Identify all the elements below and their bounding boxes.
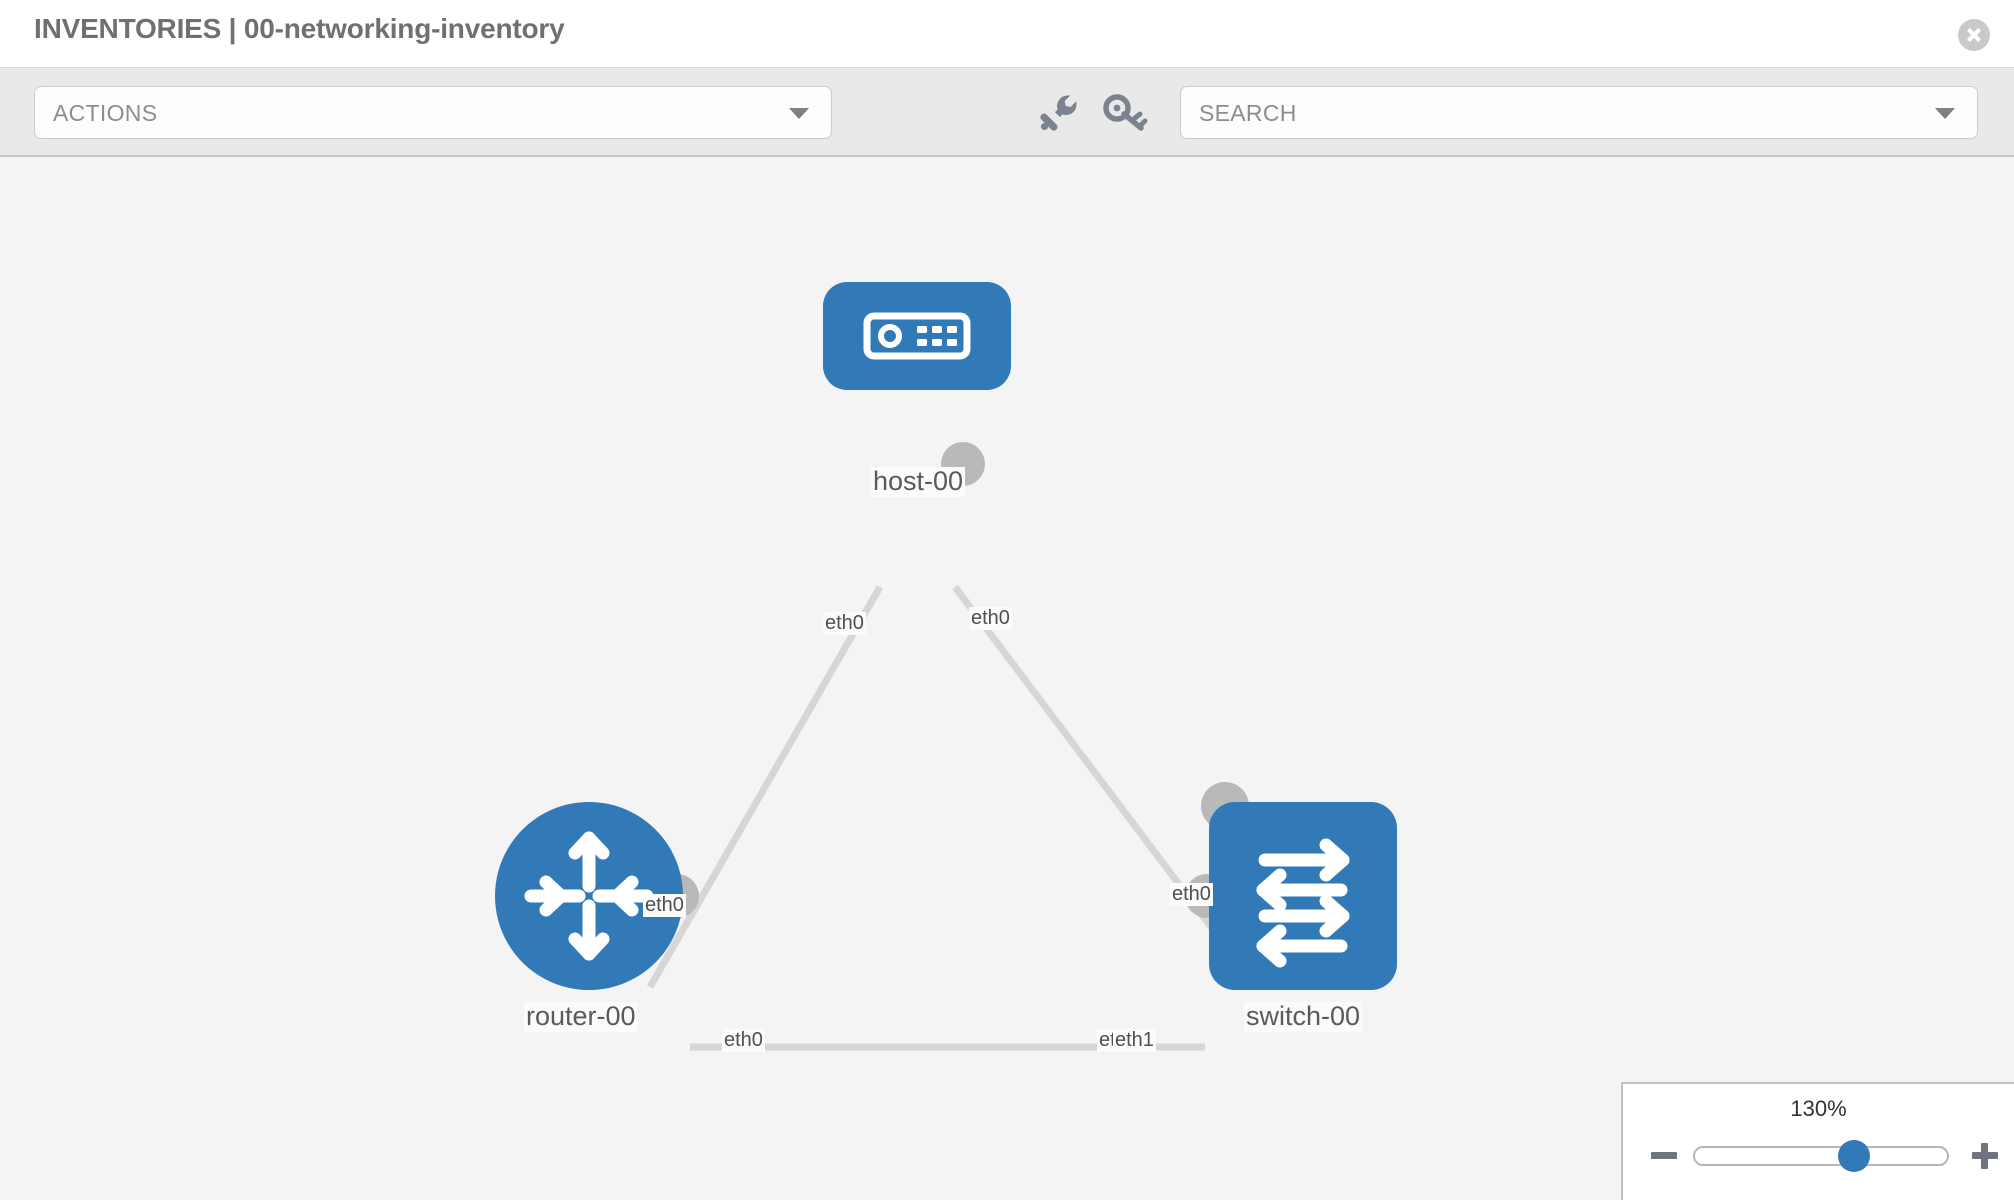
actions-dropdown[interactable]: ACTIONS [34,86,832,139]
interface-label: eth0 [722,1029,765,1052]
node-label-host-00: host-00 [871,466,966,497]
zoom-slider-track[interactable] [1693,1140,1949,1172]
page-title: INVENTORIES | 00-networking-inventory [34,13,565,44]
zoom-slider-thumb[interactable] [1837,1140,1870,1172]
search-input[interactable]: SEARCH [1180,86,1978,139]
actions-dropdown-label: ACTIONS [53,100,158,126]
router-node-shape[interactable] [495,802,683,990]
toolbar: ACTIONS SEARCH [0,68,2014,157]
four-way-arrows-icon [524,831,654,961]
topology-canvas[interactable]: host-00 route [0,157,2014,1200]
node-label-router-00: router-00 [524,1001,638,1032]
key-icon[interactable] [1100,88,1148,136]
zoom-slider-row [1623,1136,2014,1176]
host-node-shape[interactable] [823,282,1011,390]
zoom-control-panel: 130% [1621,1082,2014,1200]
close-icon[interactable] [1958,19,1990,51]
server-device-icon [863,312,971,360]
zoom-level-value: 130% [1790,1096,1847,1121]
interface-label: eth0 [823,612,866,635]
bidirectional-arrows-icon [1256,838,1350,968]
search-placeholder: SEARCH [1199,100,1297,126]
interface-label: eth0 [643,894,686,917]
node-host-00[interactable]: host-00 [823,282,1011,497]
node-label-switch-00: switch-00 [1244,1001,1363,1032]
interface-label: eth0 [969,607,1012,630]
chevron-down-icon [1935,107,1955,119]
node-switch-00[interactable]: switch-00 [1185,782,1397,1032]
zoom-in-button[interactable] [1970,1140,2000,1170]
wrench-icon[interactable] [1034,88,1082,136]
chevron-down-icon [789,107,809,119]
switch-node-shape[interactable] [1209,802,1397,990]
interface-label: eth0 [1170,883,1213,906]
link-host00-router00 [646,585,884,989]
interface-label: eth1 [1113,1029,1156,1052]
page-header: INVENTORIES | 00-networking-inventory [0,0,2014,68]
node-router-00[interactable]: router-00 [495,802,699,1032]
zoom-out-button[interactable] [1649,1140,1679,1170]
